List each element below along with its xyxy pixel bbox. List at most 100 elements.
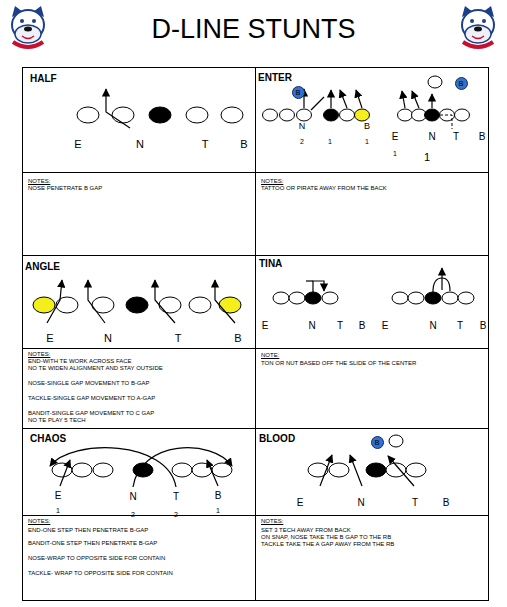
notes-cell: NOTES:END-ONE STEP THEN PENETRATE B-GAPB… bbox=[22, 515, 256, 601]
dashed-path bbox=[440, 115, 452, 129]
player-circle bbox=[455, 109, 470, 121]
player-circle: B bbox=[455, 77, 468, 90]
note-text: BANDIT-ONE STEP THEN PENETRATE B-GAP bbox=[28, 540, 250, 547]
stunt-arrow bbox=[155, 280, 175, 323]
player-circle: B bbox=[292, 86, 305, 99]
player-circle bbox=[186, 107, 208, 123]
notes-heading: NOTES: bbox=[28, 178, 250, 185]
assignment-number: 2 bbox=[131, 511, 135, 518]
stunt-arrow bbox=[50, 448, 176, 487]
position-letter: N bbox=[429, 321, 436, 331]
enter-formation bbox=[263, 76, 470, 129]
bulldog-logo bbox=[12, 6, 44, 47]
diagram-cell: ANGLE bbox=[22, 255, 256, 349]
stunt-arrow bbox=[356, 90, 362, 108]
player-circle bbox=[112, 107, 134, 123]
player-circle bbox=[52, 463, 72, 477]
player-circle bbox=[212, 463, 232, 477]
player-circle bbox=[428, 76, 442, 88]
position-letter: N bbox=[129, 492, 136, 502]
player-circle bbox=[72, 463, 92, 477]
note-text: NOSE PENETRATE B GAP bbox=[28, 185, 250, 192]
position-letter: N bbox=[136, 139, 144, 150]
play-name: ANGLE bbox=[25, 261, 253, 273]
position-letter: B bbox=[480, 321, 487, 331]
note-text: TACKLE- WRAP TO OPPOSITE SIDE FOR CONTAI… bbox=[28, 570, 250, 577]
player-circle bbox=[77, 107, 99, 123]
note-text: NOSE-WRAP TO OPPOSITE SIDE FOR CONTAIN bbox=[28, 555, 250, 562]
diagram-cell: TINA bbox=[255, 255, 489, 349]
blood-formation bbox=[308, 435, 426, 486]
player-circle bbox=[189, 297, 211, 313]
position-letter: B bbox=[359, 321, 366, 331]
play-name: HALF bbox=[30, 73, 248, 85]
player-circle bbox=[340, 109, 355, 121]
assignment-number: 2 bbox=[174, 511, 178, 518]
position-letter: N bbox=[308, 321, 315, 331]
position-letter: N bbox=[104, 333, 112, 344]
notes-cell: NOTES:TATTOO OR PIRATE AWAY FROM THE BAC… bbox=[255, 172, 489, 256]
position-letter: B bbox=[215, 491, 222, 501]
player-circle bbox=[322, 292, 338, 304]
player-circle bbox=[308, 463, 328, 477]
position-letter: E bbox=[46, 333, 53, 344]
play-name: CHAOS bbox=[30, 433, 248, 445]
position-letter: N bbox=[299, 122, 306, 131]
notes-cell: NOTES:SET 3 TECH AWAY FROM BACKON SNAP, … bbox=[255, 515, 489, 601]
half-formation bbox=[77, 89, 243, 128]
position-letter: E bbox=[297, 498, 304, 508]
stunt-arrow bbox=[431, 94, 432, 108]
stunt-arrow bbox=[340, 90, 347, 108]
player-circle bbox=[392, 292, 408, 304]
assignment-number: 1 bbox=[365, 138, 369, 145]
position-letter: B bbox=[443, 498, 450, 508]
player-circle bbox=[159, 297, 181, 313]
position-letter: N bbox=[428, 132, 435, 142]
position-letter: T bbox=[175, 333, 182, 344]
stunt-arrow bbox=[402, 91, 405, 108]
player-circle bbox=[289, 292, 305, 304]
player-circle bbox=[408, 292, 424, 304]
player-circle bbox=[56, 297, 78, 313]
stunt-arrow bbox=[106, 89, 130, 128]
position-letter: E bbox=[382, 321, 389, 331]
position-letter: B bbox=[234, 333, 241, 344]
player-circle bbox=[93, 463, 113, 477]
assignment-number: 1 bbox=[424, 152, 430, 163]
position-letter: T bbox=[337, 321, 343, 331]
stunt-arrow bbox=[388, 456, 414, 486]
position-letter: E bbox=[74, 139, 81, 150]
stunt-arrow bbox=[47, 280, 62, 323]
position-letter: B bbox=[364, 122, 370, 131]
position-letter: B bbox=[240, 139, 247, 150]
center-circle bbox=[149, 107, 171, 123]
diagram-cell: ENTERBB bbox=[255, 67, 489, 173]
player-circle bbox=[221, 107, 243, 123]
assignment-number: 2 bbox=[300, 138, 304, 145]
bandit-circle bbox=[219, 297, 241, 313]
note-text: NO TE PLAY 5 TECH bbox=[28, 417, 250, 424]
position-letter: N bbox=[357, 498, 364, 508]
player-circle bbox=[442, 292, 458, 304]
angle-formation bbox=[33, 280, 241, 323]
notes-heading: NOTES: bbox=[28, 351, 250, 358]
center-circle bbox=[126, 297, 148, 313]
position-letter: T bbox=[173, 492, 179, 502]
stunt-arrow bbox=[350, 455, 362, 486]
position-letter: B bbox=[479, 132, 486, 142]
note-text: NO TE WIDEN ALIGNMENT AND STAY OUTSIDE bbox=[28, 365, 250, 372]
position-letter: E bbox=[392, 132, 399, 142]
note-text: TON OR NUT BASED OFF THE SLIDE OF THE CE… bbox=[261, 360, 483, 367]
note-text: SET 3 TECH AWAY FROM BACK bbox=[261, 527, 483, 534]
position-letter: T bbox=[453, 132, 459, 142]
player-tag: B bbox=[456, 78, 467, 89]
player-circle bbox=[406, 463, 426, 477]
stunt-arrow bbox=[133, 448, 232, 487]
player-circle bbox=[172, 463, 192, 477]
center-circle bbox=[425, 109, 440, 121]
notes-heading: NOTES: bbox=[261, 178, 483, 185]
stunt-arrow bbox=[88, 280, 105, 323]
position-letter: T bbox=[457, 321, 463, 331]
notes-heading: NOTES: bbox=[28, 518, 250, 525]
center-circle bbox=[366, 463, 386, 477]
